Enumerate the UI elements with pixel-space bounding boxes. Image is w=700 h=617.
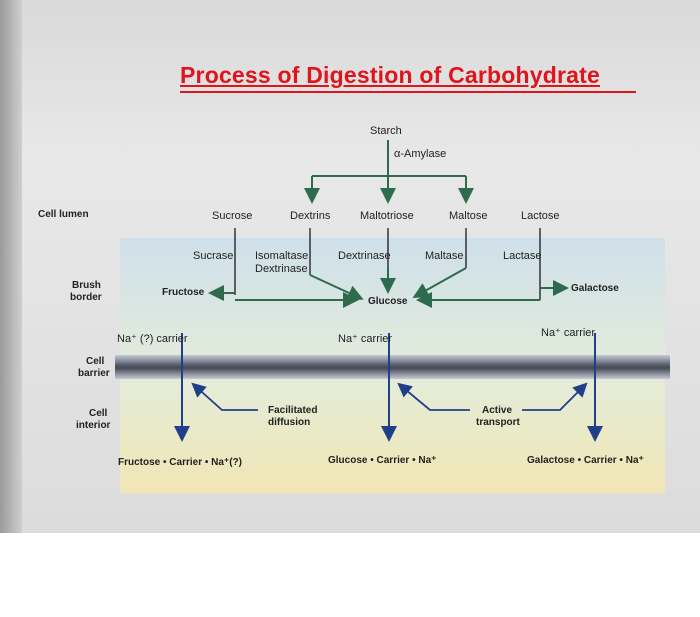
label-fructose-output: Fructose • Carrier • Na⁺(?) [118, 457, 242, 468]
label-alpha-amylase: α-Amylase [394, 148, 447, 160]
active-pointer-right [522, 382, 588, 411]
label-cell-interior-2: interior [76, 420, 111, 431]
label-lactase: Lactase [503, 250, 542, 262]
cell-barrier-membrane [115, 355, 670, 379]
label-cell-lumen: Cell lumen [38, 209, 89, 220]
label-isomaltase: Isomaltase [255, 250, 309, 262]
label-cell-interior-1: Cell [89, 408, 108, 419]
label-glucose-output: Glucose • Carrier • Na⁺ [328, 455, 437, 466]
label-glucose-carrier: Na⁺ carrier [338, 333, 393, 345]
label-sucrase: Sucrase [193, 250, 234, 262]
maltase-to-glucose-arrow [412, 267, 467, 298]
label-sucrose: Sucrose [212, 210, 253, 222]
label-starch: Starch [370, 125, 402, 137]
label-maltose: Maltose [449, 210, 488, 222]
label-lactose: Lactose [521, 210, 560, 222]
label-active-1: Active [482, 405, 513, 416]
label-brush: Brush [72, 280, 101, 291]
label-dextrinase-b: Dextrinase [338, 250, 391, 262]
label-glucose: Glucose [368, 296, 408, 307]
label-facilitated-1: Facilitated [268, 405, 318, 416]
label-galactose: Galactose [571, 283, 619, 294]
label-fructose: Fructose [162, 287, 205, 298]
label-dextrinase-a: Dextrinase [255, 263, 308, 275]
photo-edge-shadow [0, 0, 22, 533]
isomaltase-to-glucose-arrow [309, 274, 364, 301]
label-active-2: transport [476, 417, 520, 428]
page-title: Process of Digestion of Carbohydrate [180, 62, 600, 88]
label-maltase: Maltase [425, 250, 464, 262]
label-dextrins: Dextrins [290, 210, 331, 222]
facilitated-pointer [191, 382, 258, 411]
label-maltotriose: Maltotriose [360, 210, 414, 222]
label-galactose-output: Galactose • Carrier • Na⁺ [527, 455, 644, 466]
label-fructose-carrier: Na⁺ (?) carrier [117, 333, 188, 345]
label-cell-barrier-2: barrier [78, 368, 110, 379]
label-galactose-carrier: Na⁺ carrier [541, 327, 596, 339]
active-pointer-left [397, 382, 470, 411]
label-cell-barrier-1: Cell [86, 356, 105, 367]
label-facilitated-2: diffusion [268, 417, 311, 428]
label-border: border [70, 292, 102, 303]
